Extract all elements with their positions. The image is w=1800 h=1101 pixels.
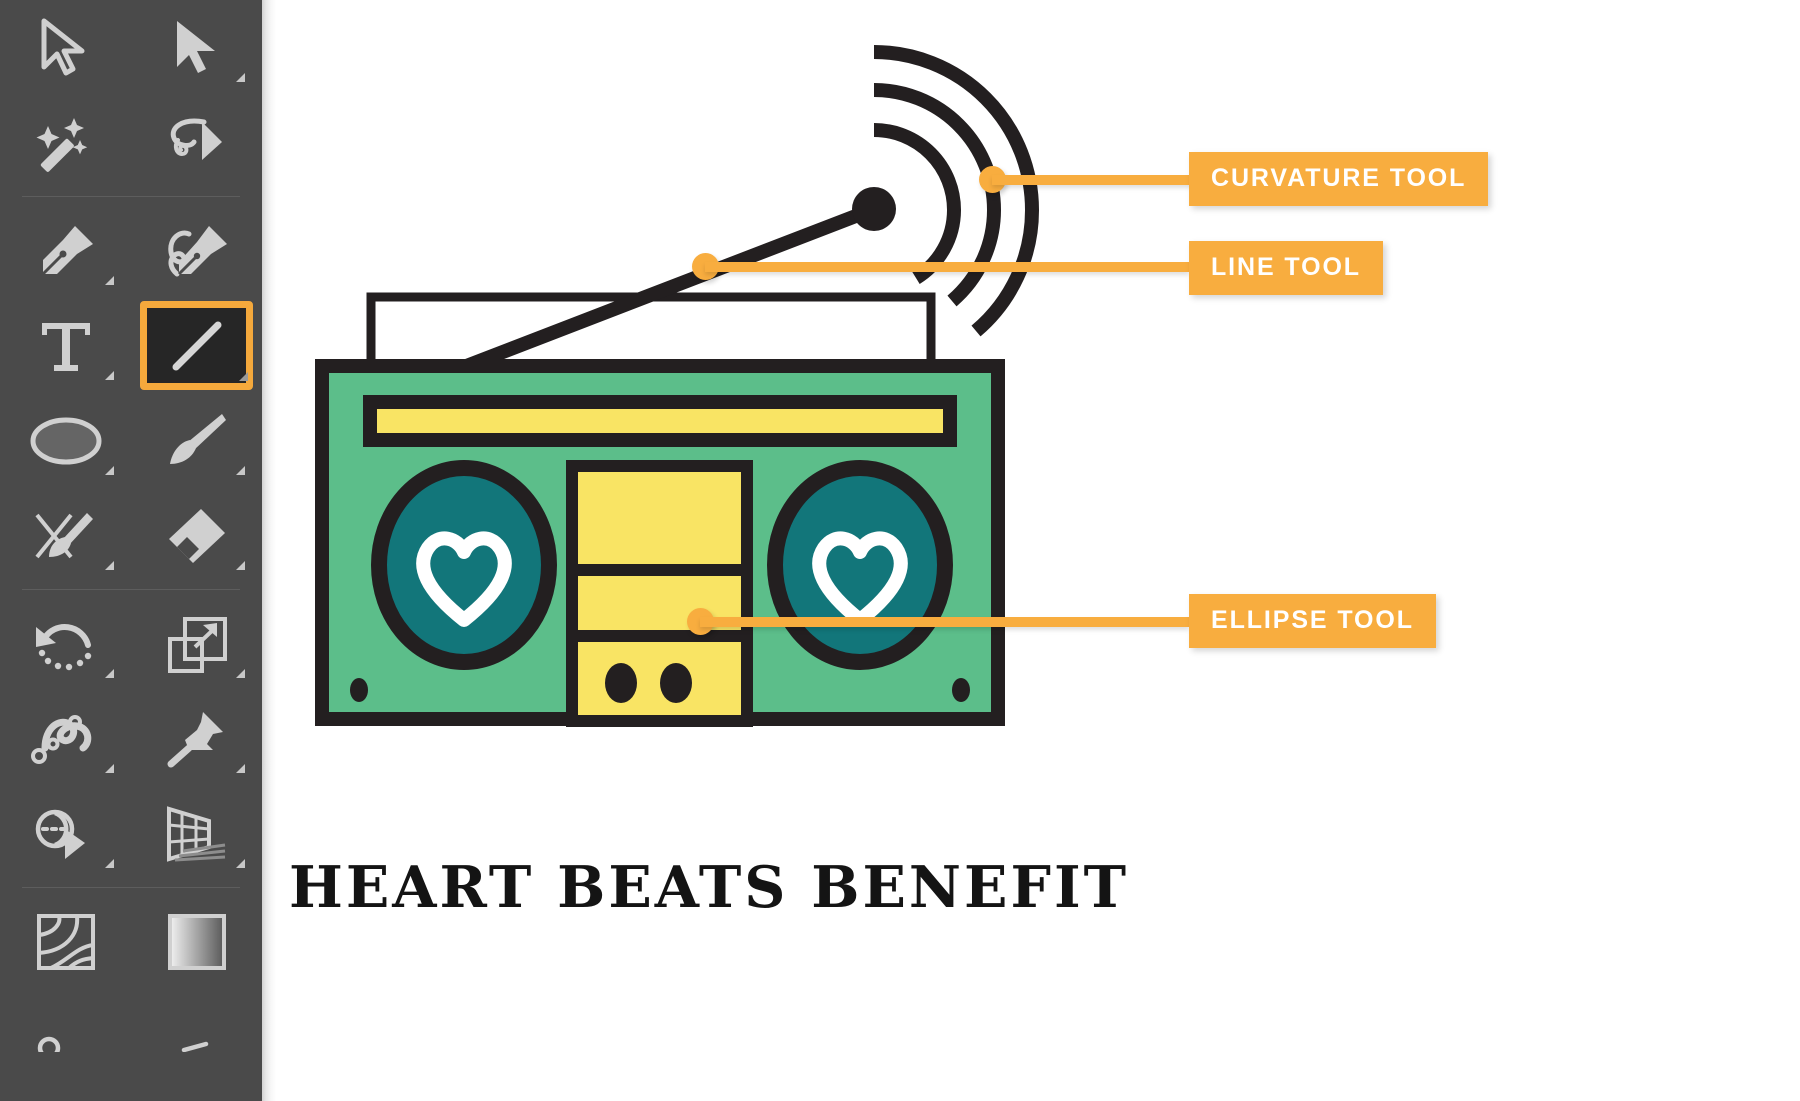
callout-leader-line-curvature (992, 175, 1192, 185)
callout-label-curvature-tool[interactable]: CURVATURE TOOL (1189, 152, 1489, 206)
artboard-canvas[interactable]: HEART BEATS BENEFIT CURVATURE TOOL LINE … (276, 0, 1800, 1101)
cassette-deck (566, 460, 753, 727)
magic-wand-icon (34, 112, 98, 174)
tool-ellipse-tool[interactable] (0, 393, 131, 488)
artwork-title: HEART BEATS BENEFIT (289, 854, 1130, 921)
tool-shaper-tool[interactable] (0, 488, 131, 583)
tool-curvature-tool[interactable] (131, 203, 262, 298)
tool-scale-tool[interactable] (131, 596, 262, 691)
toolbar-divider (22, 887, 240, 888)
tool-perspective-grid-tool[interactable] (131, 786, 262, 881)
tool-row (0, 298, 262, 393)
tool-shape-builder-tool[interactable] (0, 786, 131, 881)
lasso-arrow-icon (164, 112, 230, 174)
tool-row (0, 488, 262, 583)
tool-mesh-tool[interactable] (0, 894, 131, 989)
diagonal-line-icon (167, 315, 227, 377)
flyout-corner-icon (236, 561, 245, 570)
shape-builder-icon (31, 803, 101, 865)
tool-eyedropper-tool[interactable] (0, 989, 131, 1084)
panel-edge-shadow (262, 0, 276, 1101)
flyout-corner-icon (105, 371, 114, 380)
shaper-blob-brush-icon (31, 505, 101, 567)
speaker-left (371, 460, 557, 670)
eyedropper-icon (35, 1022, 97, 1052)
perspective-grid-icon (163, 803, 231, 865)
callout-leader-line-line (705, 262, 1189, 272)
flyout-corner-icon (236, 764, 245, 773)
signal-wave-arcs (873, 45, 1040, 337)
flyout-corner-icon (105, 859, 114, 868)
curvature-pen-icon (161, 220, 233, 282)
radio-body (315, 359, 1005, 727)
gradient-swatch-icon (166, 913, 228, 971)
tool-row (0, 691, 262, 786)
flyout-corner-icon (236, 669, 245, 678)
rotate-arrow-icon (32, 613, 100, 675)
tools-panel (0, 0, 262, 1101)
pen-nib-icon (33, 220, 99, 282)
tool-row (0, 95, 262, 190)
width-warp-icon (30, 708, 101, 770)
callout-label-line-tool[interactable]: LINE TOOL (1189, 241, 1383, 295)
flyout-corner-icon (105, 669, 114, 678)
tool-direct-selection-tool[interactable] (131, 0, 262, 95)
type-t-icon (36, 315, 96, 377)
flyout-corner-icon (105, 276, 114, 285)
flyout-corner-icon (105, 561, 114, 570)
knob-dot-right (660, 663, 692, 703)
tool-width-tool[interactable] (0, 691, 131, 786)
boombox-illustration (315, 45, 1040, 727)
tuner-strip (363, 395, 957, 447)
flyout-corner-icon (239, 372, 248, 381)
tool-row (0, 203, 262, 298)
speaker-right (767, 460, 953, 670)
scale-squares-icon (165, 613, 229, 675)
tool-pen-tool[interactable] (0, 203, 131, 298)
callout-label-ellipse-tool[interactable]: ELLIPSE TOOL (1189, 594, 1436, 648)
corner-screw-right (952, 678, 970, 702)
arrow-outline-icon (36, 17, 96, 79)
flyout-corner-icon (105, 466, 114, 475)
tool-selection-tool[interactable] (0, 0, 131, 95)
eraser-icon (165, 505, 229, 567)
tool-row (0, 596, 262, 691)
paintbrush-icon (164, 410, 230, 472)
callout-leader-line-ellipse (700, 617, 1189, 627)
flyout-corner-icon (105, 764, 114, 773)
toolbar-divider (22, 196, 240, 197)
blend-icon (166, 1022, 228, 1052)
tool-paintbrush-tool[interactable] (131, 393, 262, 488)
tool-type-tool[interactable] (0, 298, 131, 393)
tool-row (0, 786, 262, 881)
tool-row (0, 894, 262, 989)
mesh-grid-icon (35, 913, 97, 971)
tool-row (0, 989, 262, 1084)
tool-row (0, 0, 262, 95)
knob-dot-left (605, 663, 637, 703)
tool-lasso-tool[interactable] (131, 95, 262, 190)
flyout-corner-icon (236, 73, 245, 82)
flyout-corner-icon (236, 466, 245, 475)
arrow-solid-icon (167, 17, 227, 79)
corner-screw-left (350, 678, 368, 702)
antenna-line (449, 187, 896, 377)
antenna-tip-ball (852, 187, 896, 231)
tool-grid (0, 0, 262, 1084)
flyout-corner-icon (236, 859, 245, 868)
tool-line-segment-tool[interactable] (131, 298, 262, 393)
tool-magic-wand-tool[interactable] (0, 95, 131, 190)
tool-rotate-tool[interactable] (0, 596, 131, 691)
tool-eraser-tool[interactable] (131, 488, 262, 583)
tool-gradient-tool[interactable] (131, 894, 262, 989)
tool-free-transform-tool[interactable] (131, 691, 262, 786)
selected-tool-highlight (140, 301, 253, 390)
push-pin-icon (165, 708, 229, 770)
toolbar-divider (22, 589, 240, 590)
tool-blend-tool[interactable] (131, 989, 262, 1084)
ellipse-icon (28, 413, 104, 469)
tool-row (0, 393, 262, 488)
